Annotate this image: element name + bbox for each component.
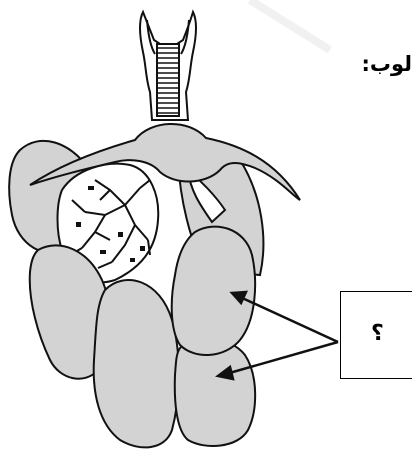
answer-box: ؟ bbox=[340, 291, 412, 379]
question-heading: لوب: bbox=[361, 52, 412, 76]
watermark-stroke bbox=[250, 0, 330, 50]
lobe-lower-center bbox=[94, 280, 179, 447]
trachea bbox=[140, 12, 196, 120]
question-mark: ؟ bbox=[371, 321, 384, 346]
lobe-upper-right bbox=[172, 227, 255, 355]
